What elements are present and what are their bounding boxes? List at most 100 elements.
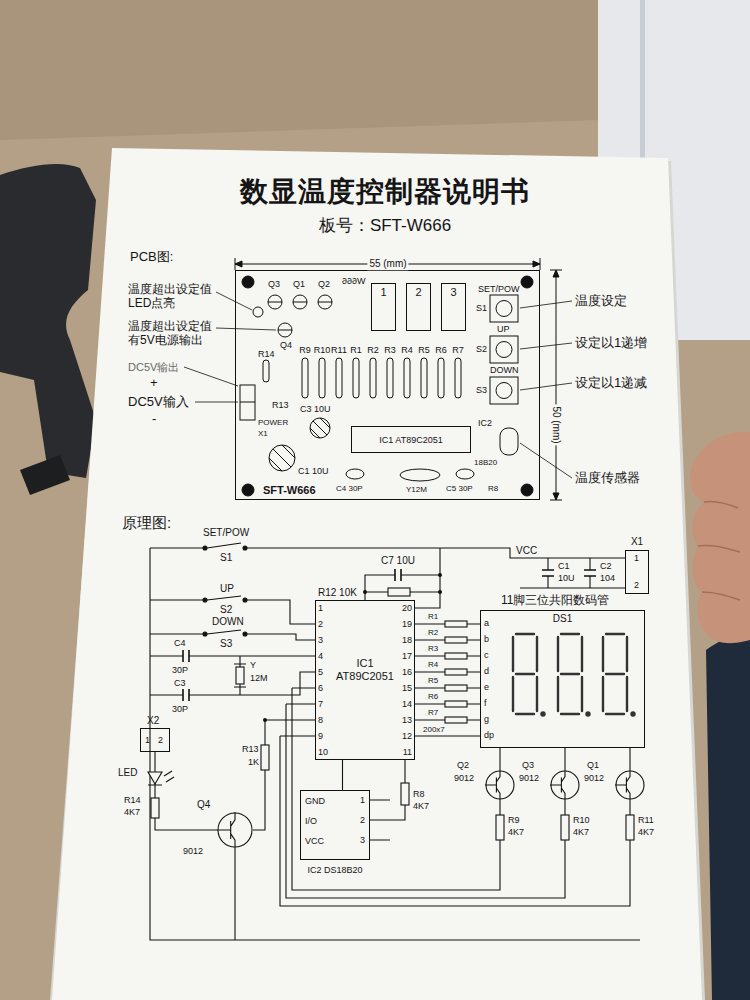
pcb-annotation: S3 xyxy=(476,385,487,395)
pcb-annotation: DOWN xyxy=(490,365,519,375)
pcb-annotation: 18B20 xyxy=(474,458,497,467)
schematic-label: S1 xyxy=(220,552,232,564)
office-chair xyxy=(0,164,96,478)
resistor-symbol xyxy=(445,621,467,627)
component-label: I/O xyxy=(305,816,317,826)
pcb-annotation: DC5V输入 xyxy=(128,395,189,410)
component-label: Q2 xyxy=(457,760,469,770)
ic-footprint: IC1 AT89C2051 xyxy=(351,426,471,453)
crystal-footprint xyxy=(456,469,474,479)
schematic-label: 1 xyxy=(145,735,150,745)
pcb-annotation: - xyxy=(152,412,156,427)
schematic-label: C3 xyxy=(174,678,186,688)
schematic-label: 13 xyxy=(402,715,412,725)
switch-symbol xyxy=(203,546,207,550)
seven-segment-digit xyxy=(513,634,537,714)
capacitor-footprint xyxy=(310,418,330,438)
power-connector xyxy=(240,385,255,420)
schematic-label: C4 xyxy=(174,638,186,648)
junction-dot xyxy=(263,573,442,722)
schematic-label: S3 xyxy=(220,638,232,650)
resistor-footprint xyxy=(263,360,269,382)
crystal-symbol xyxy=(234,664,246,687)
resistor-footprint xyxy=(336,358,342,398)
pcb-annotation: R11 xyxy=(331,345,347,355)
pcb-annotation: UP xyxy=(497,324,510,334)
pcb-annotation: C4 30P xyxy=(336,484,363,493)
transistor: Q39012 xyxy=(550,770,580,800)
resistor-symbol xyxy=(561,815,569,840)
pcb-annotation: X1 xyxy=(258,429,268,438)
pcb-annotation: W666 xyxy=(342,276,366,286)
schematic-label: R11 xyxy=(638,815,654,825)
capacitor-footprint xyxy=(310,418,330,438)
pcb-annotation: SET/POW xyxy=(478,284,520,294)
resistor-symbol xyxy=(626,815,634,840)
schematic-label: 3 xyxy=(318,635,323,645)
led-footprint xyxy=(253,307,263,317)
schematic-label: 12 xyxy=(402,731,412,741)
person-clothing xyxy=(706,628,750,1000)
seven-segment-digit xyxy=(513,634,635,716)
resistor-symbol xyxy=(445,669,467,675)
transistor-footprint xyxy=(268,295,332,337)
schematic-label: 8 xyxy=(318,715,323,725)
schematic-label: 2 xyxy=(634,580,639,590)
schematic-label: 2 xyxy=(360,815,365,825)
schematic-label: R3 xyxy=(428,644,438,653)
mounting-hole xyxy=(521,276,533,288)
pcb-annotation: 55 (mm) xyxy=(367,258,408,270)
schematic-label: d xyxy=(484,666,489,676)
schematic-label: g xyxy=(484,714,489,724)
resistor-footprint xyxy=(370,358,376,398)
schematic-label: 4K7 xyxy=(413,801,429,811)
schematic-label: R2 xyxy=(428,628,438,637)
schematic-label: 4K7 xyxy=(124,807,140,817)
schematic-label: dp xyxy=(484,730,494,740)
resistor-symbol xyxy=(445,637,467,643)
pcb-annotation: Y12M xyxy=(406,485,427,494)
switch-symbol xyxy=(203,598,207,602)
schematic-label: DOWN xyxy=(212,616,244,628)
wire xyxy=(342,760,343,790)
component-label: Q3 xyxy=(522,760,534,770)
photo-background xyxy=(0,0,600,140)
schematic-label: R14 xyxy=(124,795,141,805)
sensor-chip: GNDI/OVCCIC2 DS18B20 xyxy=(300,790,370,860)
schematic-label: 1 xyxy=(318,603,323,613)
power-connector xyxy=(240,402,255,403)
mcu-chip: IC1 AT89C2051 xyxy=(315,600,415,760)
pcb-outline-drawing xyxy=(184,258,572,500)
pcb-annotation: R5 xyxy=(418,345,430,355)
resistor-symbol xyxy=(151,588,634,840)
crystal-symbol xyxy=(234,664,246,687)
component-label: X1 xyxy=(631,536,643,548)
schematic-label: R6 xyxy=(428,692,438,701)
resistor-symbol xyxy=(151,798,159,818)
component-label: 9012 xyxy=(183,846,203,856)
resistor-footprint xyxy=(404,358,410,398)
component-label: IC1 AT89C2051 xyxy=(333,657,397,682)
schematic-label: 19 xyxy=(402,619,412,629)
pcb-annotation: 温度超出设定值 有5V电源输出 xyxy=(128,320,220,348)
pcb-annotation: R7 xyxy=(452,345,464,355)
schematic-label: 10 xyxy=(318,747,328,757)
resistor-symbol xyxy=(388,588,410,596)
schematic-label: R5 xyxy=(428,676,438,685)
transistor: Q19012 xyxy=(615,770,645,800)
schematic-label: 1 xyxy=(360,795,365,805)
transistor-outline xyxy=(616,771,644,799)
schematic-label: 4K7 xyxy=(508,827,524,837)
pcb-annotation: POWER xyxy=(258,418,288,427)
component-label: 3 xyxy=(450,286,456,299)
pcb-annotation: Q1 xyxy=(293,279,305,289)
pcb-annotation: 板号：SFT-W666 xyxy=(319,216,451,236)
mounting-hole xyxy=(242,276,254,288)
schematic-label: c xyxy=(484,650,489,660)
pcb-annotation: Q2 xyxy=(318,279,330,289)
schematic-label: R4 xyxy=(428,660,438,669)
seven-segment-digit xyxy=(587,713,590,716)
switch-symbol xyxy=(203,632,207,636)
